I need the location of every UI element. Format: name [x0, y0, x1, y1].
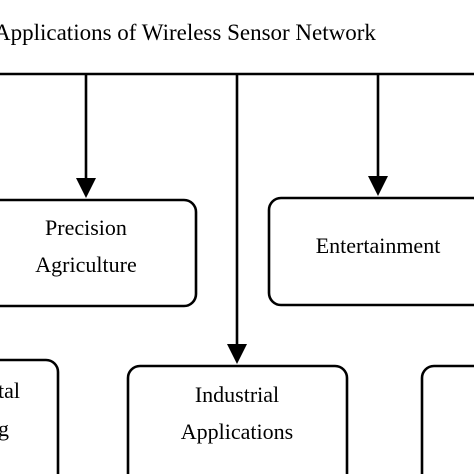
arrowhead-precision-agriculture — [76, 178, 96, 198]
arrowhead-entertainment — [368, 176, 388, 196]
industrial-applications-node-box — [126, 364, 349, 474]
industrial-applications-label-line1: Industrial — [195, 382, 279, 407]
precision-agriculture-label-line1: Precision — [45, 215, 127, 240]
root-node-label: Applications of Wireless Sensor Network — [0, 20, 376, 45]
right-partial-node-box — [420, 364, 474, 474]
industrial-applications-label-line2: Applications — [181, 419, 293, 444]
precision-agriculture-node-box — [0, 198, 198, 308]
entertainment-label: Entertainment — [316, 233, 441, 258]
environmental-monitoring-node-box — [0, 358, 60, 474]
environmental-monitoring-label-line2: g — [0, 416, 9, 441]
precision-agriculture-label-line2: Agriculture — [35, 252, 136, 277]
environmental-monitoring-label-line1: tal — [0, 378, 20, 403]
arrowhead-industrial-applications — [227, 344, 247, 364]
entertainment-node-box — [267, 196, 474, 307]
